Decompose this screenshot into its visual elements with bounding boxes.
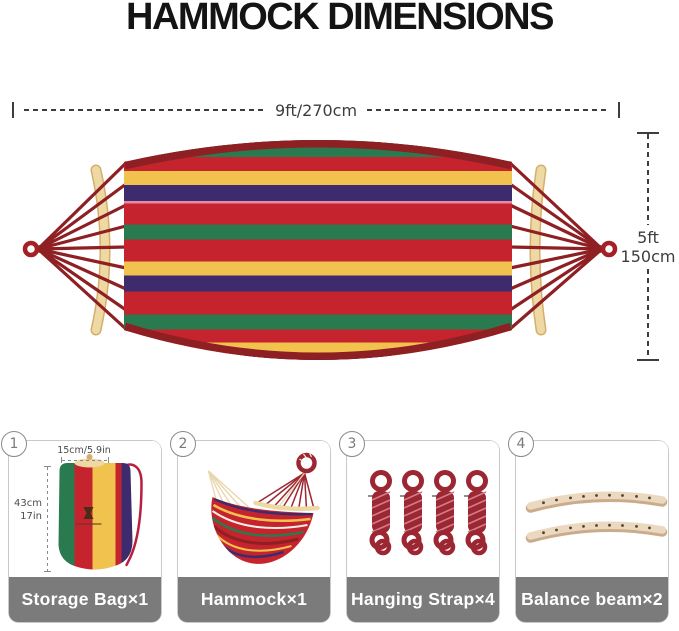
ropes-left (36, 161, 128, 331)
ropes-right (508, 161, 604, 331)
panel-hanging-strap: 3 (339, 431, 500, 623)
dimension-tick (637, 359, 659, 361)
hammock-fabric-stripes (211, 497, 313, 558)
dimension-dashed-line (647, 268, 649, 359)
hammock-loop (296, 452, 317, 474)
panel-number-badge: 2 (170, 431, 196, 457)
bag-height-label-in: 17in (20, 511, 42, 522)
panel-label: Balance beam×2 (521, 589, 663, 609)
panel-label-bar: Hammock×1 (178, 577, 330, 622)
height-feet: 5ft (637, 227, 659, 247)
hammock-strings-left (207, 470, 249, 508)
height-cm: 150cm (620, 246, 676, 266)
panel-number-badge: 4 (508, 431, 534, 457)
hammock-image (178, 441, 330, 577)
hammock-illustration (22, 140, 618, 360)
panel-number: 4 (516, 436, 526, 452)
bag-height-measure-line (44, 466, 51, 572)
width-dimension-label: 9ft/270cm (274, 100, 358, 120)
panel-number: 3 (347, 436, 357, 452)
panel-number: 1 (9, 436, 19, 452)
panel-label: Hammock×1 (200, 589, 308, 609)
bag-width-measure-line (61, 457, 109, 463)
height-dimension-label: 5ft 150cm (621, 228, 676, 266)
height-dimension: 5ft 150cm (621, 132, 675, 361)
dimension-tick (618, 102, 620, 118)
panel-label: Hanging Strap×4 (350, 589, 496, 609)
bag-width-label: 15cm/5.9in (57, 445, 111, 456)
component-panels: 1 (1, 431, 669, 623)
panel-number-badge: 3 (339, 431, 365, 457)
balance-beams-illustration (516, 441, 668, 577)
hammock-fabric (124, 140, 512, 360)
width-dimension: 9ft/270cm (12, 100, 620, 120)
panel-number: 2 (178, 436, 188, 452)
panel-hammock: 2 (170, 431, 331, 623)
panel-label-bar: Balance beam×2 (516, 577, 668, 622)
dimension-tick (637, 132, 659, 134)
hanging-strap-image (347, 441, 499, 577)
balance-beam-image (516, 441, 668, 577)
hammock-product-illustration (207, 452, 320, 564)
page-title: HAMMOCK DIMENSIONS (126, 0, 554, 38)
panel-storage-bag: 1 (1, 431, 162, 623)
hanging-straps-illustration (347, 441, 499, 577)
dimension-dashed-line (24, 109, 265, 111)
panel-label-bar: Hanging Strap×4 (347, 577, 499, 622)
dimension-dashed-line (367, 109, 608, 111)
hanging-ring-right (594, 240, 618, 258)
panel-number-badge: 1 (1, 431, 27, 457)
panel-balance-beam: 4 (508, 431, 669, 623)
hanging-ring-left (22, 240, 46, 258)
panel-label-bar: Storage Bag×1 (9, 577, 161, 622)
bag-height-label-cm: 43cm (14, 498, 42, 509)
dimension-tick (12, 102, 14, 118)
storage-bag-image: 15cm/5.9in 43cm 17in (9, 441, 161, 577)
dimension-dashed-line (647, 134, 649, 225)
panel-label: Storage Bag×1 (21, 589, 149, 609)
